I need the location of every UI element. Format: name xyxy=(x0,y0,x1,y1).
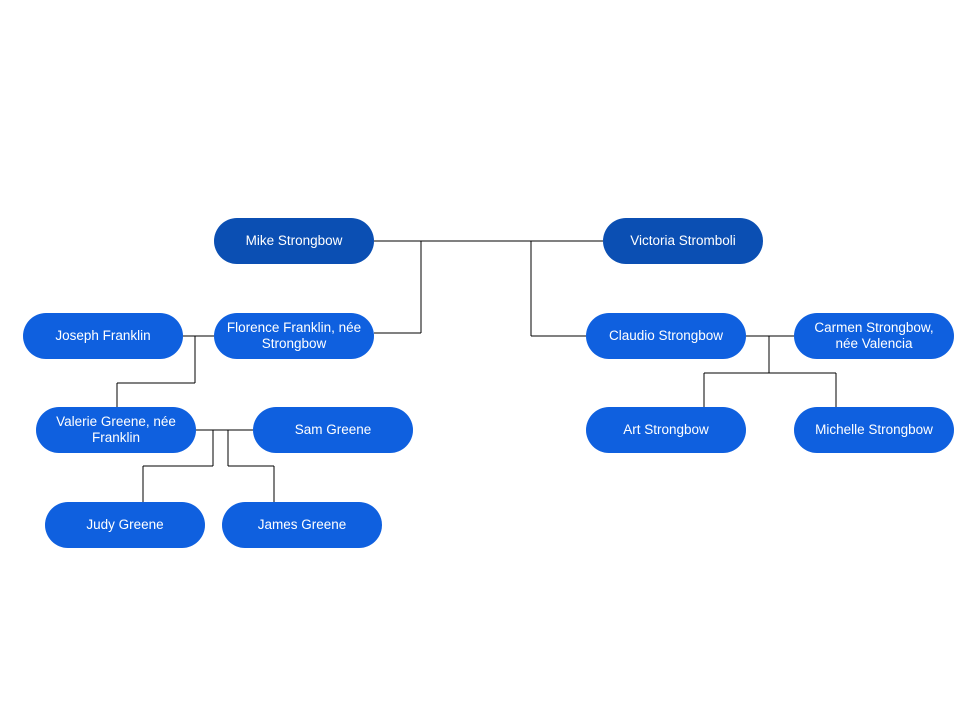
person-node-valerie-greene[interactable]: Valerie Greene, née Franklin xyxy=(36,407,196,453)
person-name: Florence Franklin, née Strongbow xyxy=(226,320,362,351)
person-name: Valerie Greene, née Franklin xyxy=(56,414,176,445)
person-name: Victoria Stromboli xyxy=(630,233,736,248)
person-name: Carmen Strongbow, née Valencia xyxy=(814,320,934,351)
person-name: Judy Greene xyxy=(86,517,164,532)
person-node-victoria-stromboli[interactable]: Victoria Stromboli xyxy=(603,218,763,264)
person-name: Joseph Franklin xyxy=(55,328,151,343)
person-name: Michelle Strongbow xyxy=(815,422,933,437)
person-node-judy-greene[interactable]: Judy Greene xyxy=(45,502,205,548)
person-node-claudio-strongbow[interactable]: Claudio Strongbow xyxy=(586,313,746,359)
person-node-joseph-franklin[interactable]: Joseph Franklin xyxy=(23,313,183,359)
person-node-mike-strongbow[interactable]: Mike Strongbow xyxy=(214,218,374,264)
person-name: Claudio Strongbow xyxy=(608,328,724,343)
person-node-carmen-strongbow[interactable]: Carmen Strongbow, née Valencia xyxy=(794,313,954,359)
person-node-michelle-strongbow[interactable]: Michelle Strongbow xyxy=(794,407,954,453)
person-node-art-strongbow[interactable]: Art Strongbow xyxy=(586,407,746,453)
person-name: Mike Strongbow xyxy=(245,233,343,248)
person-name: Sam Greene xyxy=(294,422,372,437)
person-name: James Greene xyxy=(257,517,347,532)
person-node-florence-franklin[interactable]: Florence Franklin, née Strongbow xyxy=(214,313,374,359)
person-name: Art Strongbow xyxy=(623,422,709,437)
person-node-sam-greene[interactable]: Sam Greene xyxy=(253,407,413,453)
person-node-james-greene[interactable]: James Greene xyxy=(222,502,382,548)
